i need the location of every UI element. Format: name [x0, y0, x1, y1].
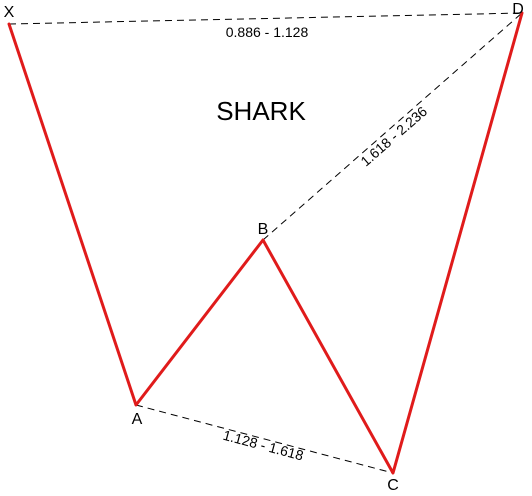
point-x-label: X [4, 4, 15, 21]
pattern-legs [7, 11, 524, 475]
bd-projection-line [262, 12, 523, 241]
point-a-label: A [132, 411, 143, 428]
pattern-title: SHARK [216, 96, 306, 126]
ac-ratio-label: 1.128 - 1.618 [221, 427, 305, 464]
xd-projection-line [8, 12, 523, 25]
ac-projection-line [135, 404, 394, 474]
point-b-label: B [258, 221, 269, 238]
point-c-label: C [387, 477, 399, 494]
point-d-label: D [512, 1, 524, 18]
xd-ratio-label: 0.886 - 1.128 [226, 24, 309, 40]
bd-ratio-label: 1.618 - 2.236 [357, 103, 430, 169]
